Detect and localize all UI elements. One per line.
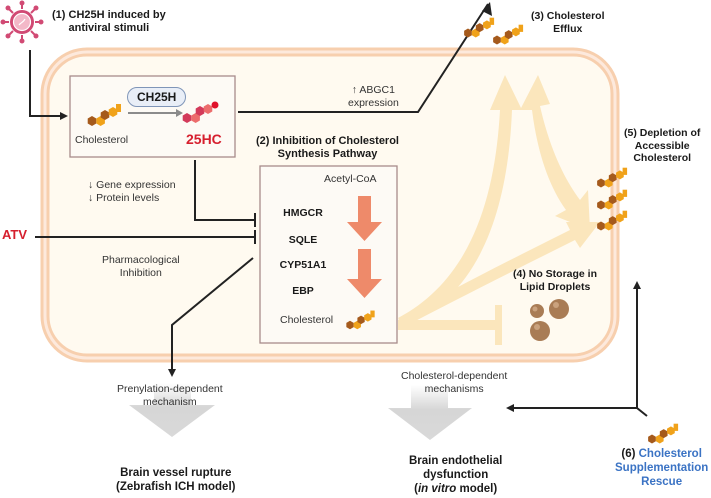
virus-icon bbox=[0, 0, 44, 44]
prenylation-label: Prenylation-dependent mechanism bbox=[117, 383, 223, 408]
outcome-endothelial-dysfunction: Brain endothelial dysfunction (in vitro … bbox=[409, 455, 503, 495]
droplet-inhibit-bar bbox=[495, 305, 502, 345]
step1-label: (1) CH25H induced by antiviral stimuli bbox=[52, 9, 166, 34]
flux-arrow-to-membrane bbox=[398, 222, 600, 328]
acetyl-coa-label: Acetyl-CoA bbox=[324, 173, 377, 185]
lipid-droplets-icon bbox=[530, 299, 569, 341]
flux-arrow-efflux-up bbox=[398, 75, 522, 326]
25hc-label: 25HC bbox=[186, 131, 222, 147]
efflux-cholesterol-icon bbox=[493, 24, 524, 45]
flux-arrow-bidirectional bbox=[520, 75, 590, 230]
efflux-cholesterol-icon bbox=[464, 17, 495, 38]
enzyme-arrow-upper bbox=[347, 196, 382, 241]
pathway-cholesterol-label: Cholesterol bbox=[280, 314, 334, 326]
25hc-to-efflux-arrow bbox=[238, 3, 489, 113]
ch25h-enzyme-pill: CH25H bbox=[127, 87, 187, 107]
enzyme-cyp51a1: CYP51A1 bbox=[279, 259, 327, 271]
pathway-to-prenylation-arrow bbox=[168, 257, 254, 377]
step3-label: (3) Cholesterol Efflux bbox=[531, 10, 605, 35]
abgc1-label: ↑ ABGC1 expression bbox=[348, 84, 399, 109]
flux-arrow-to-droplets bbox=[398, 320, 495, 330]
enzyme-sqle: SQLE bbox=[288, 234, 318, 246]
enzyme-arrow-lower bbox=[347, 249, 382, 298]
efflux-arrowhead bbox=[482, 2, 492, 16]
outcome-arrow-right bbox=[388, 385, 472, 440]
enzyme-hmgcr: HMGCR bbox=[283, 207, 323, 219]
outcome-vessel-rupture: Brain vessel rupture (Zebrafish ICH mode… bbox=[116, 467, 236, 493]
atv-label: ATV bbox=[2, 227, 28, 242]
25hc-inhibit-line bbox=[194, 160, 255, 221]
rescue-cholesterol-icon bbox=[648, 423, 679, 444]
pharmacological-label: Pharmacological Inhibition bbox=[102, 254, 180, 279]
step4-label: (4) No Storage in Lipid Droplets bbox=[513, 268, 598, 293]
rescue-arrow bbox=[633, 281, 648, 417]
enzyme-ebp: EBP bbox=[292, 285, 314, 297]
virus-to-ch25h-arrow bbox=[29, 50, 68, 120]
outcome-arrow-left bbox=[129, 383, 215, 437]
step2-label: (2) Inhibition of Cholesterol Synthesis … bbox=[256, 135, 399, 160]
step5-label: (5) Depletion of Accessible Cholesterol bbox=[624, 127, 701, 164]
step6-label: (6) Cholesterol Supplementation Rescue bbox=[615, 448, 709, 488]
flux-arrows bbox=[398, 75, 600, 345]
gene-protein-label: ↓ Gene expression ↓ Protein levels bbox=[88, 179, 176, 204]
cholesterol-label: Cholesterol bbox=[75, 134, 129, 146]
cell-membrane-inner-line bbox=[43, 50, 617, 360]
25hc-molecule-icon bbox=[182, 101, 219, 123]
connectors bbox=[29, 3, 648, 417]
cholesterol-dependent-label: Cholesterol-dependent mechanisms bbox=[401, 370, 508, 395]
